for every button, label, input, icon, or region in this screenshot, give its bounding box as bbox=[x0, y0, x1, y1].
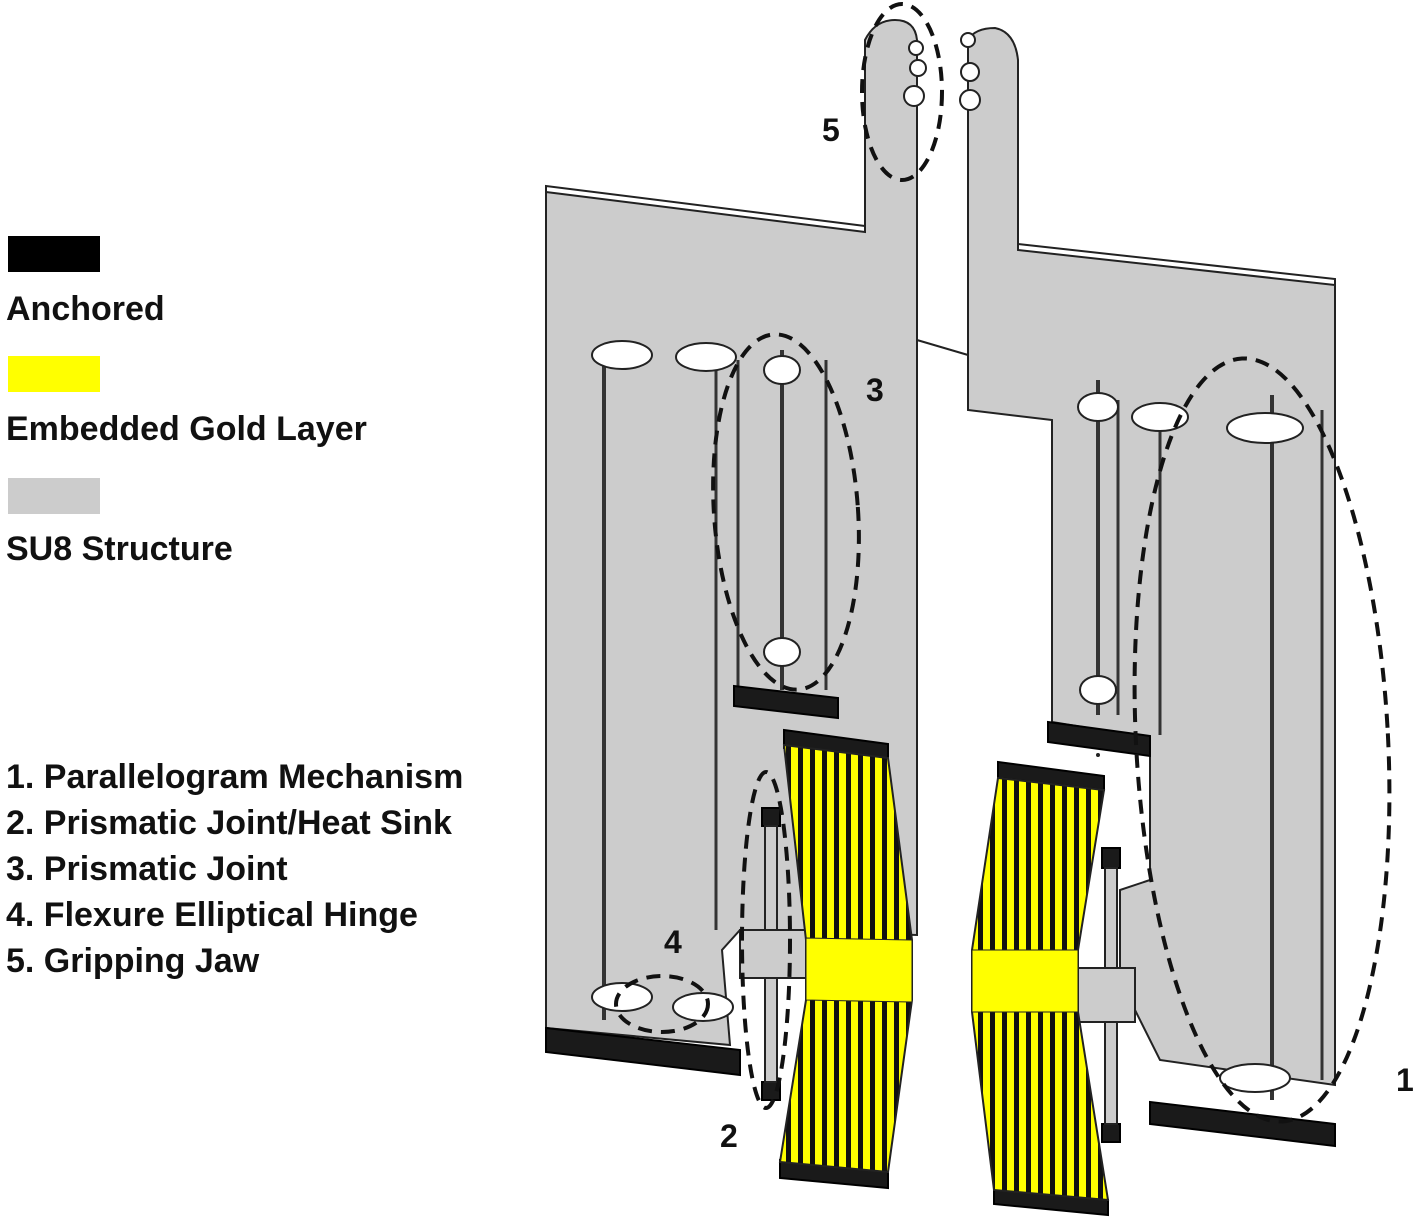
callout-number-4: 4 bbox=[664, 924, 682, 960]
callout-ellipse-3 bbox=[711, 332, 861, 692]
callout-number-2: 2 bbox=[720, 1118, 738, 1154]
callout-ellipse-4 bbox=[614, 974, 710, 1034]
component-5: 5. Gripping Jaw bbox=[6, 942, 260, 980]
callout-number-5: 5 bbox=[822, 112, 840, 148]
legend-swatch-gold bbox=[8, 356, 100, 392]
legend-swatch-anchored bbox=[8, 236, 100, 272]
callout-ellipse-2 bbox=[740, 770, 792, 1110]
legend-label-su8: SU8 Structure bbox=[6, 530, 233, 568]
legend-swatch-su8 bbox=[8, 478, 100, 514]
anchor-right-bottom bbox=[1149, 1100, 1336, 1148]
legend-label-gold: Embedded Gold Layer bbox=[6, 410, 367, 448]
component-2: 2. Prismatic Joint/Heat Sink bbox=[6, 804, 452, 842]
callout-number-3: 3 bbox=[866, 372, 884, 408]
component-1: 1. Parallelogram Mechanism bbox=[6, 758, 464, 796]
callout-ellipse-5 bbox=[860, 2, 944, 182]
anchor-right-mid bbox=[1047, 720, 1151, 758]
anchor-left-bottom bbox=[545, 1026, 741, 1077]
component-4: 4. Flexure Elliptical Hinge bbox=[6, 896, 418, 934]
anchor-left-mid bbox=[733, 684, 839, 720]
actuator-left-gold-shuttle bbox=[805, 937, 913, 1003]
component-3: 3. Prismatic Joint bbox=[6, 850, 288, 888]
legend-label-anchored: Anchored bbox=[6, 290, 165, 328]
callout-number-1: 1 bbox=[1396, 1062, 1414, 1098]
actuator-right-gold-shuttle bbox=[971, 949, 1079, 1013]
